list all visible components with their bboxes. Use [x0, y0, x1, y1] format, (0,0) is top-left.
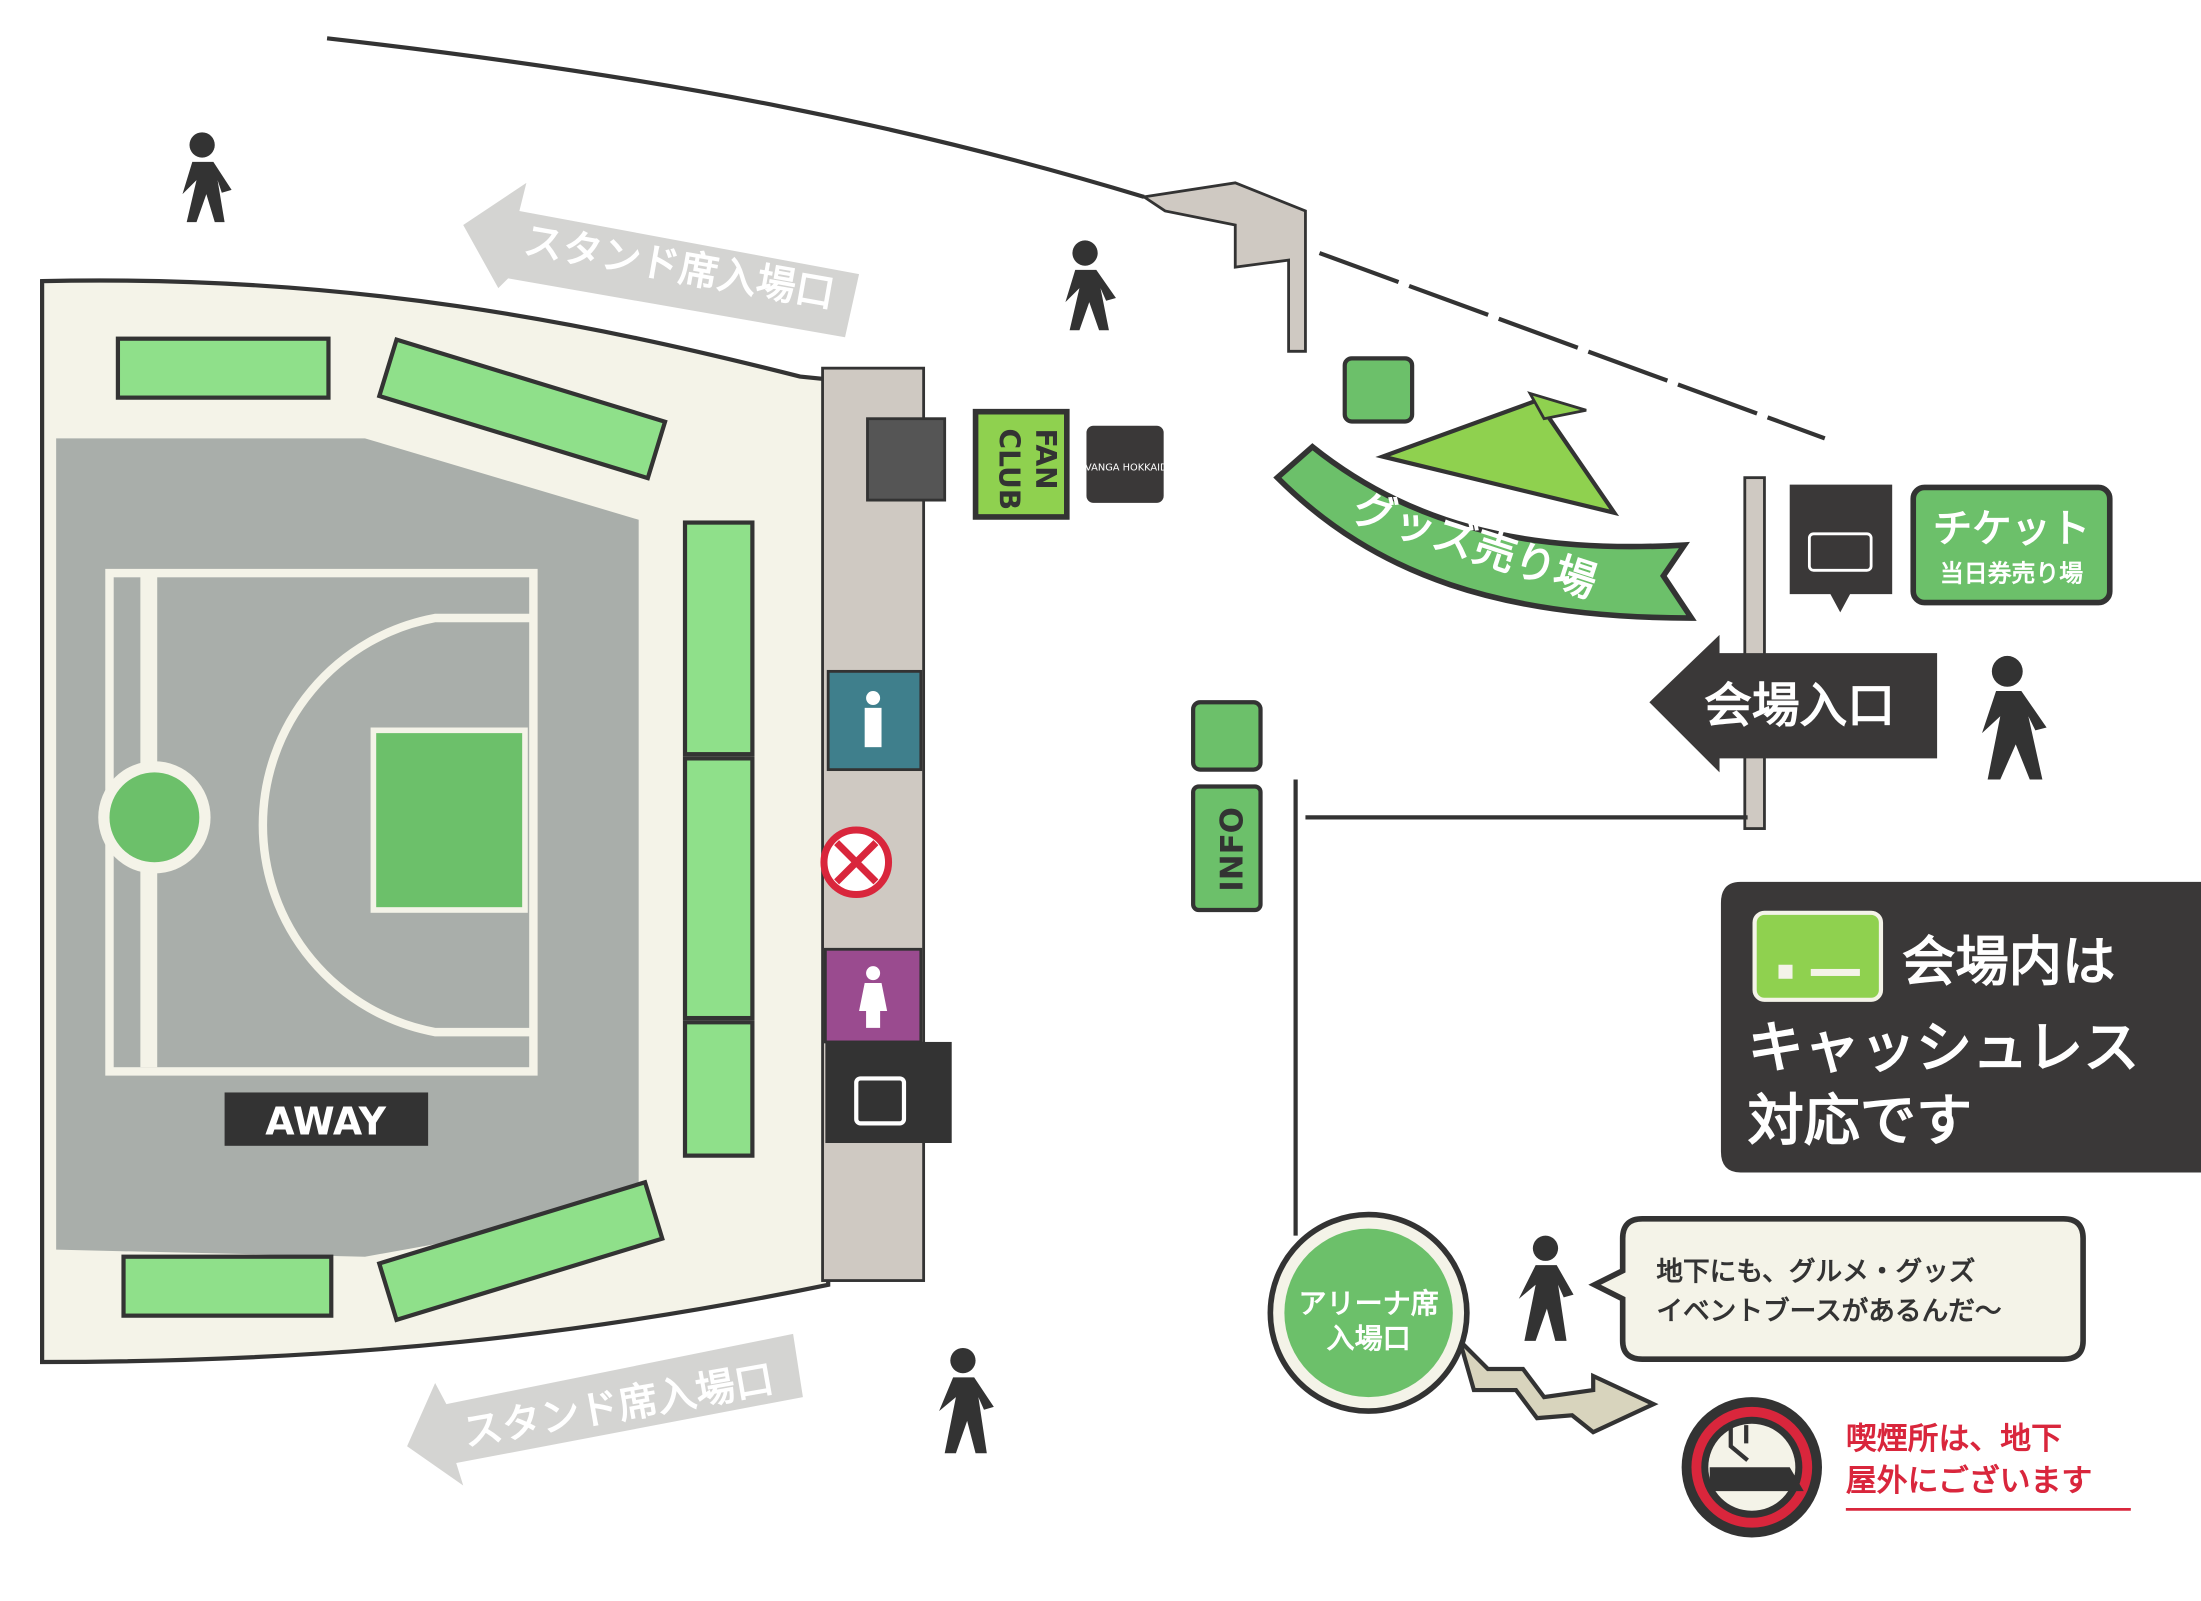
ticket-booth-sign[interactable]: チケット 当日券売り場 — [1910, 484, 2113, 606]
seat-block — [115, 336, 331, 400]
cashless-notice: 会場内は キャッシュレス 対応です — [1720, 881, 2201, 1173]
svg-text:アリーナ席: アリーナ席 — [1298, 1287, 1438, 1320]
svg-text:INFO: INFO — [1214, 807, 1250, 892]
pedestrian-icons — [182, 132, 2047, 1454]
seat-block — [376, 1179, 665, 1323]
seat-block — [121, 1254, 334, 1318]
no-entry-icon — [820, 826, 893, 899]
ticket-icon — [1789, 484, 1893, 613]
pedestrian-icon — [1518, 1235, 1574, 1341]
svg-text:喫煙所は、地下: 喫煙所は、地下 — [1846, 1421, 2062, 1457]
speech-bubble: 地下にも、グルメ・グッズ イベントブースがあるんだ〜 — [1588, 1215, 2086, 1362]
svg-text:CLUB: CLUB — [992, 429, 1025, 511]
arena-building: AWAY — [40, 278, 952, 1365]
svg-text:入場口: 入場口 — [1327, 1322, 1411, 1355]
road-line — [326, 36, 1145, 199]
seat-block — [376, 337, 668, 481]
paint-area — [370, 727, 528, 913]
svg-text:屋外にございます: 屋外にございます — [1846, 1463, 2092, 1499]
fan-club-sign[interactable]: FAN CLUB — [972, 408, 1070, 520]
center-logo-circle — [109, 772, 200, 863]
pedestrian-icon — [939, 1347, 994, 1454]
building-outline — [1140, 181, 1307, 353]
elevator-icon — [825, 1041, 952, 1144]
away-label-bg — [224, 1092, 429, 1146]
goods-icon — [1342, 356, 1415, 424]
svg-text:FAN: FAN — [1029, 429, 1062, 490]
svg-text:対応です: 対応です — [1748, 1089, 1973, 1154]
svg-text:LEVANGA HOKKAIDO: LEVANGA HOKKAIDO — [1073, 463, 1175, 474]
svg-text:地下にも、グルメ・グッズ: 地下にも、グルメ・グッズ — [1656, 1257, 1975, 1288]
main-entrance-arrow[interactable]: 会場入口 — [1649, 634, 1938, 773]
info-sign[interactable]: INFO — [1191, 784, 1263, 913]
seat-block — [682, 756, 755, 1021]
seating-blocks — [115, 336, 755, 1323]
arena-entrance-sign[interactable]: アリーナ席 入場口 — [1267, 1211, 1470, 1414]
concourse — [821, 366, 926, 1282]
svg-text:チケット: チケット — [1933, 507, 2090, 552]
svg-text:キャッシュレス: キャッシュレス — [1748, 1016, 2140, 1081]
baby-bottle-icon — [1191, 700, 1263, 772]
pedestrian-icon — [182, 132, 232, 223]
direction-arrow — [1455, 1333, 1659, 1435]
tent-icon — [1375, 391, 1620, 517]
smoking-notice: 喫煙所は、地下 屋外にございます — [1846, 1421, 2131, 1511]
path-lines — [1293, 779, 1748, 1236]
pedestrian-icon — [1065, 240, 1116, 331]
stand-entrance-arrow-bottom: スタンド席入場口 — [407, 1333, 803, 1486]
svg-text:会場内は: 会場内は — [1902, 930, 2115, 993]
main-entrance-label: 会場入口 — [1704, 679, 1895, 734]
credit-card-icon — [1752, 910, 1884, 1002]
stand-entrance-arrow-top: スタンド席入場口 — [463, 182, 860, 338]
team-logo: LEVANGA HOKKAIDO — [1073, 425, 1176, 503]
svg-text:イベントブースがあるんだ〜: イベントブースがあるんだ〜 — [1656, 1296, 2002, 1327]
pedestrian-icon — [1982, 655, 2047, 780]
seat-block — [682, 520, 755, 757]
seat-block — [682, 1020, 755, 1158]
svg-text:当日券売り場: 当日券売り場 — [1940, 560, 2083, 588]
away-label: AWAY — [265, 1100, 386, 1144]
fence — [1318, 251, 1826, 441]
arena-floor — [56, 438, 639, 1257]
smoking-area-icon — [1681, 1397, 1823, 1538]
signpost — [1743, 476, 1766, 830]
